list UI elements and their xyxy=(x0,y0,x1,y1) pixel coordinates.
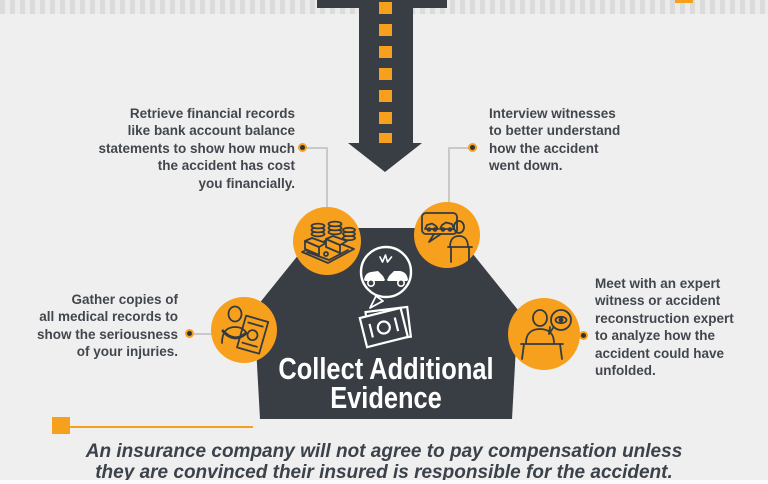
text-line: went down. xyxy=(489,158,563,174)
connector-line xyxy=(305,147,328,149)
step-financial-records-text: Retrieve financial records like bank acc… xyxy=(98,105,295,192)
down-arrow-head xyxy=(348,143,422,172)
road-dash xyxy=(379,2,392,14)
footer-accent-square xyxy=(52,417,70,434)
text-line: to analyze how the xyxy=(595,328,716,344)
road-dash xyxy=(379,90,392,102)
text-line: statements to show how much xyxy=(98,140,295,156)
step-medical-records-text: Gather copies of all medical records to … xyxy=(37,291,178,361)
connector-line xyxy=(326,147,328,210)
text-line: witness or accident xyxy=(595,293,721,309)
footer-line1: An insurance company will not agree to p… xyxy=(85,441,683,462)
text-line: show the seriousness xyxy=(36,326,178,342)
car-crash-photos-icon xyxy=(344,242,428,354)
footer-note: An insurance company will not agree to p… xyxy=(0,441,768,483)
connector-dot xyxy=(185,329,194,338)
connector-dot xyxy=(579,331,588,340)
road-dash xyxy=(379,46,392,58)
road-dash xyxy=(379,112,392,124)
expert-witness-circle xyxy=(508,298,580,370)
text-line: Gather copies of xyxy=(71,292,178,307)
connector-line xyxy=(448,147,450,205)
text-line: to better understand xyxy=(489,123,621,139)
down-arrow-shaft xyxy=(359,0,413,143)
footer-line2: they are convinced their insured is resp… xyxy=(95,462,673,483)
bottom-edge-strip xyxy=(0,480,768,484)
text-line: Meet with an expert xyxy=(595,276,721,291)
hexagon-title-line2: Evidence xyxy=(330,380,442,415)
medical-records-circle xyxy=(211,297,277,363)
connector-line xyxy=(448,147,471,149)
text-line: the accident has cost xyxy=(157,158,295,174)
step-interview-witnesses-text: Interview witnesses to better understand… xyxy=(489,105,620,175)
text-line: how the accident xyxy=(489,140,599,156)
step-expert-witness-text: Meet with an expert witness or accident … xyxy=(595,275,734,379)
road-dash xyxy=(379,133,392,143)
text-line: like bank account balance xyxy=(127,123,295,139)
text-line: of your injuries. xyxy=(76,344,178,360)
text-line: all medical records to xyxy=(39,309,178,325)
text-line: accident could have xyxy=(595,345,725,361)
text-line: you financially. xyxy=(198,175,295,191)
top-orange-segment xyxy=(675,0,693,3)
medical-records-icon xyxy=(221,305,270,355)
text-line: Retrieve financial records xyxy=(129,106,295,121)
hexagon-title-line1: Collect Additional xyxy=(278,351,494,386)
connector-dot xyxy=(298,143,307,152)
text-line: reconstruction expert xyxy=(595,310,734,326)
expert-analysis-icon xyxy=(520,309,572,360)
connector-dot xyxy=(468,143,477,152)
text-line: unfolded. xyxy=(595,363,656,379)
road-dash xyxy=(379,68,392,80)
text-line: Interview witnesses xyxy=(489,106,616,121)
footer-accent-line xyxy=(70,426,253,428)
connector-line xyxy=(194,333,214,335)
hexagon-title: Collect Additional Evidence xyxy=(271,351,501,415)
road-dash xyxy=(379,24,392,36)
